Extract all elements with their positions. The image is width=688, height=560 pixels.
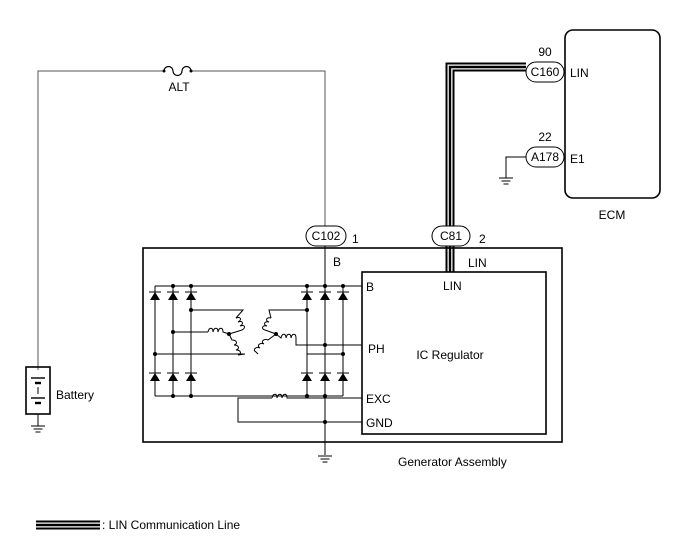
ecm-terminal-lin: LIN: [570, 66, 589, 80]
connector-c160: C160 90: [525, 45, 565, 83]
ecm-ground-wire: [499, 156, 526, 185]
diode-icon: [337, 291, 349, 300]
diode-icon: [301, 372, 313, 381]
lin-communication-line: [445, 62, 526, 260]
connector-a178-id: A178: [531, 150, 559, 164]
field-coil: [271, 393, 290, 399]
connector-a178: A178 22: [525, 130, 565, 168]
battery-ground-icon: [31, 425, 45, 433]
diode-icon: [337, 372, 349, 381]
ic-terminal-ph: PH: [368, 342, 385, 356]
diode-icon: [185, 291, 197, 300]
connector-c102: C102 1 B: [305, 225, 359, 269]
ecm-block: ECM LIN E1: [564, 29, 661, 222]
rectifier-diodes: [149, 291, 349, 381]
battery: Battery: [25, 366, 94, 433]
ecm-terminal-e1: E1: [570, 152, 585, 166]
generator-ground-icon: [318, 455, 332, 463]
connector-c102-id: C102: [312, 229, 341, 243]
connector-a178-pin: 22: [538, 130, 552, 144]
connector-c81-id: C81: [440, 229, 462, 243]
ic-terminal-lin: LIN: [443, 279, 462, 293]
diode-icon: [167, 291, 179, 300]
generator-terminal-lin: LIN: [468, 256, 487, 270]
battery-fuse-wire: ALT: [37, 65, 326, 370]
ic-terminal-gnd: GND: [366, 416, 393, 430]
diode-icon: [319, 372, 331, 381]
diode-icon: [301, 291, 313, 300]
stator-winding-right: [253, 309, 325, 355]
ic-terminal-exc: EXC: [366, 392, 391, 406]
ecm-label: ECM: [599, 208, 626, 222]
connector-c160-pin: 90: [538, 45, 552, 59]
legend: : LIN Communication Line: [36, 518, 240, 532]
battery-label: Battery: [56, 388, 94, 402]
diode-icon: [149, 372, 161, 381]
ic-terminal-b: B: [366, 280, 374, 294]
connector-c81: C81 2 LIN: [431, 225, 487, 270]
generator-assembly: Generator Assembly: [142, 247, 563, 469]
connector-c102-pin: 1: [352, 232, 359, 246]
legend-text: : LIN Communication Line: [102, 518, 240, 532]
diode-icon: [185, 372, 197, 381]
diode-icon: [319, 291, 331, 300]
ic-regulator-label: IC Regulator: [416, 348, 483, 362]
diode-icon: [167, 372, 179, 381]
stator-winding-left: [173, 309, 246, 356]
diode-icon: [149, 291, 161, 300]
fuse-label: ALT: [168, 80, 190, 94]
fuse-icon: [163, 65, 192, 77]
connector-c160-id: C160: [531, 65, 560, 79]
ic-regulator: IC Regulator B LIN PH EXC GND: [361, 271, 547, 435]
generator-label: Generator Assembly: [398, 455, 507, 469]
connector-c81-pin: 2: [479, 232, 486, 246]
generator-terminal-b: B: [333, 255, 341, 269]
